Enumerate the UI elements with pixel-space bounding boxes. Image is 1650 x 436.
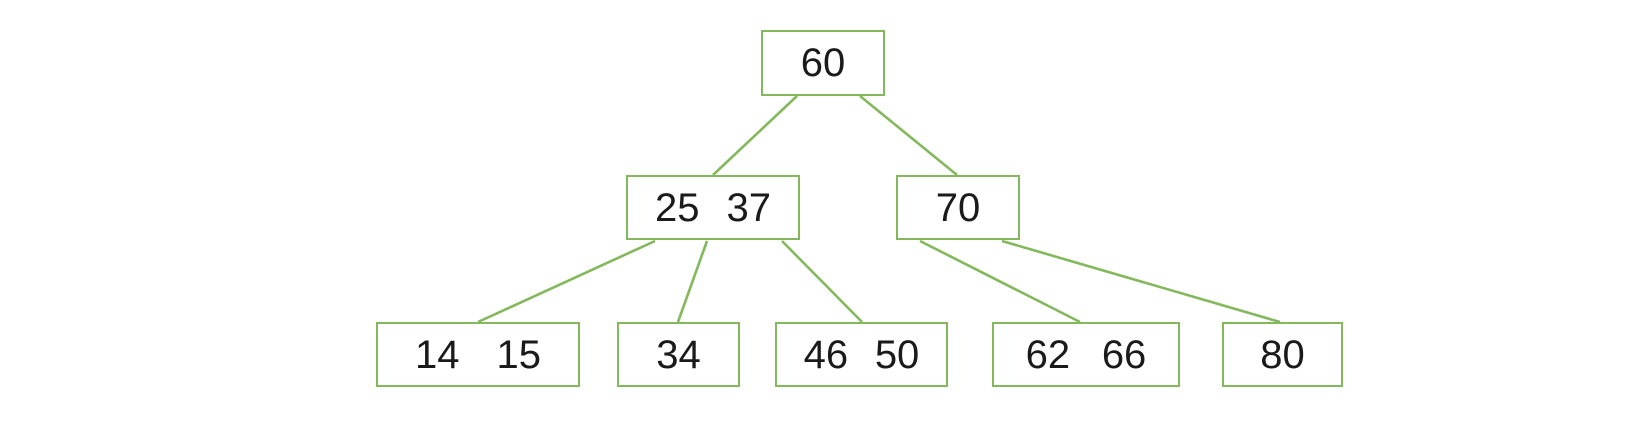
- edge-internal-right-to-leaf-4: [919, 239, 1081, 324]
- tree-node-internal-left: 25 37: [626, 175, 800, 240]
- edge-root-to-internal-right: [859, 94, 958, 177]
- node-key: 34: [656, 332, 701, 377]
- node-key: 15: [496, 332, 542, 377]
- tree-node-root: 60: [761, 30, 885, 96]
- node-key: 80: [1260, 332, 1305, 377]
- node-key: 60: [800, 41, 846, 85]
- tree-node-internal-right: 70: [896, 175, 1020, 240]
- tree-node-leaf-3: 46 50: [775, 322, 948, 387]
- edge-internal-left-to-leaf-1: [477, 239, 656, 324]
- edge-internal-left-to-leaf-2: [676, 240, 709, 323]
- node-key: 66: [1101, 332, 1147, 377]
- node-key: 25: [655, 185, 700, 230]
- tree-node-leaf-4: 62 66: [992, 322, 1180, 387]
- node-key: 70: [935, 185, 981, 230]
- node-key: 14: [415, 332, 460, 377]
- tree-node-leaf-2: 34: [617, 322, 740, 387]
- node-key: 50: [874, 332, 920, 377]
- node-key: 46: [803, 332, 849, 377]
- tree-node-leaf-1: 14 15: [376, 322, 580, 387]
- node-key: 37: [726, 185, 772, 230]
- edge-root-to-internal-left: [712, 95, 798, 176]
- edge-internal-left-to-leaf-3: [781, 240, 863, 323]
- edge-internal-right-to-leaf-5: [1001, 239, 1281, 324]
- node-key: 62: [1025, 332, 1071, 377]
- tree-node-leaf-5: 80: [1222, 322, 1343, 387]
